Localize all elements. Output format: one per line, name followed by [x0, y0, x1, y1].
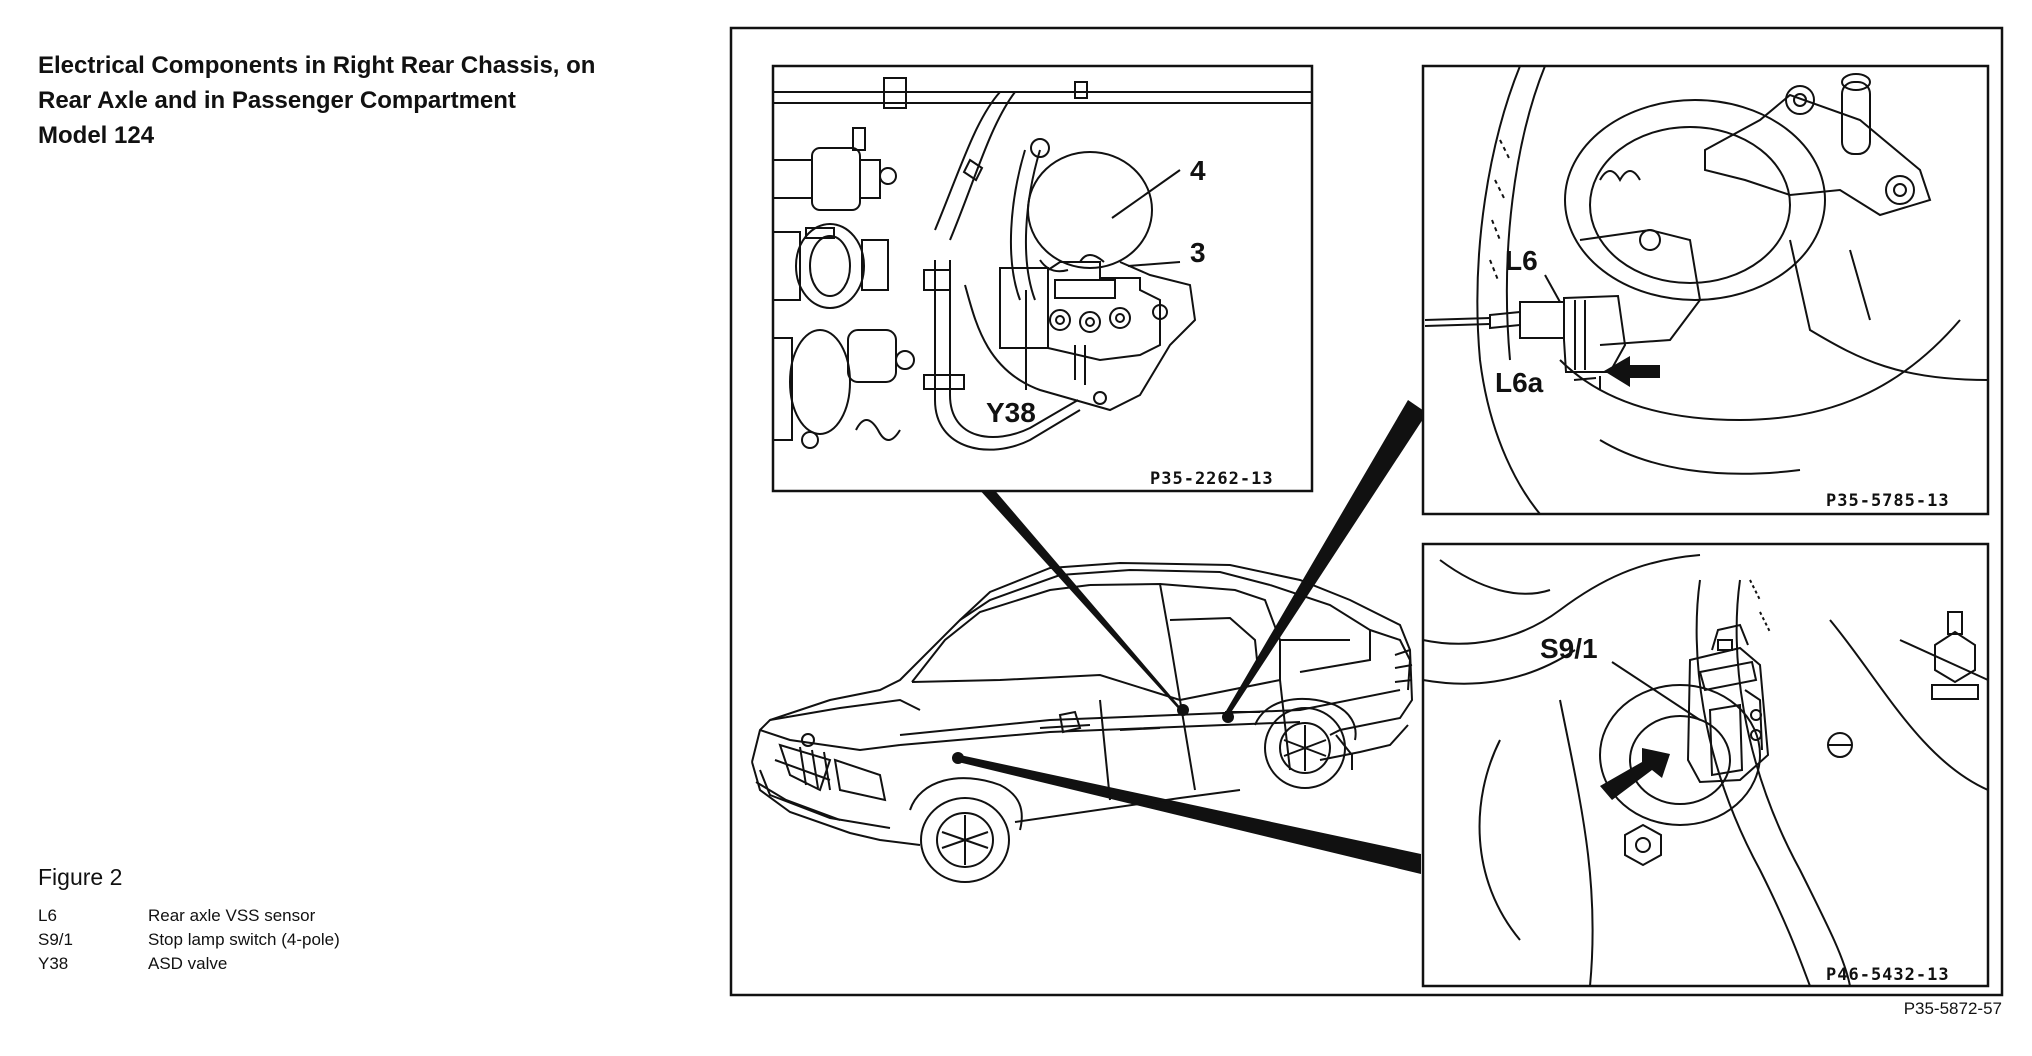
- outer-frame: [729, 26, 2004, 997]
- callout-y38: Y38: [986, 397, 1036, 428]
- figure-label: Figure 2: [38, 864, 123, 890]
- arrow-icon: [1604, 356, 1660, 387]
- panel-sensor: L6 L6a P35-5785-13: [1421, 64, 1990, 516]
- legend-row-l6: L6 Rear axle VSS sensor: [38, 904, 340, 928]
- panel-sensor-ref: P35-5785-13: [1826, 491, 1950, 511]
- panel-switch: S9/1 P46-5432-13: [1421, 542, 1990, 988]
- legend-description: Stop lamp switch (4-pole): [148, 930, 340, 949]
- panel-valve-ref: P35-2262-13: [1150, 469, 1274, 489]
- legend: L6 Rear axle VSS sensor S9/1 Stop lamp s…: [38, 904, 340, 976]
- legend-description: Rear axle VSS sensor: [148, 906, 316, 925]
- callout-l6a: L6a: [1495, 367, 1544, 398]
- component-location-dot: [952, 752, 964, 764]
- leader-wedges: [958, 400, 1427, 874]
- leader-wedge-switch: [958, 755, 1421, 874]
- leader-wedge-valve: [958, 466, 1183, 714]
- panel-valve: 4 3 Y38 P35-2262-13: [771, 64, 1314, 493]
- figure-ref: P35-5872-57: [1904, 999, 2002, 1018]
- valve-line-art: [773, 77, 1312, 451]
- callout-4: 4: [1190, 155, 1206, 186]
- callout-l6: L6: [1505, 245, 1538, 276]
- legend-code: Y38: [38, 954, 69, 973]
- component-location-dot: [1177, 704, 1189, 716]
- legend-description: ASD valve: [148, 954, 228, 973]
- title-line-2: Rear Axle and in Passenger Compartment: [38, 87, 516, 114]
- legend-row-s9-1: S9/1 Stop lamp switch (4-pole): [38, 928, 340, 952]
- title-line-3: Model 124: [38, 122, 155, 149]
- legend-code: L6: [38, 906, 57, 925]
- legend-row-y38: Y38 ASD valve: [38, 952, 340, 976]
- diagram-title: Electrical Components in Right Rear Chas…: [38, 48, 718, 153]
- arrow-icon: [1600, 748, 1670, 800]
- title-line-1: Electrical Components in Right Rear Chas…: [38, 52, 596, 79]
- callout-s9-1: S9/1: [1540, 633, 1598, 664]
- car-illustration: [751, 561, 1414, 883]
- panel-switch-frame: [1421, 542, 1990, 988]
- component-location-dot: [1222, 711, 1234, 723]
- leader-wedge-sensor: [1226, 400, 1427, 714]
- panel-sensor-frame: [1421, 64, 1990, 516]
- panel-switch-ref: P46-5432-13: [1826, 965, 1950, 985]
- callout-3: 3: [1190, 237, 1206, 268]
- switch-line-art: [1422, 554, 1989, 987]
- legend-code: S9/1: [38, 930, 73, 949]
